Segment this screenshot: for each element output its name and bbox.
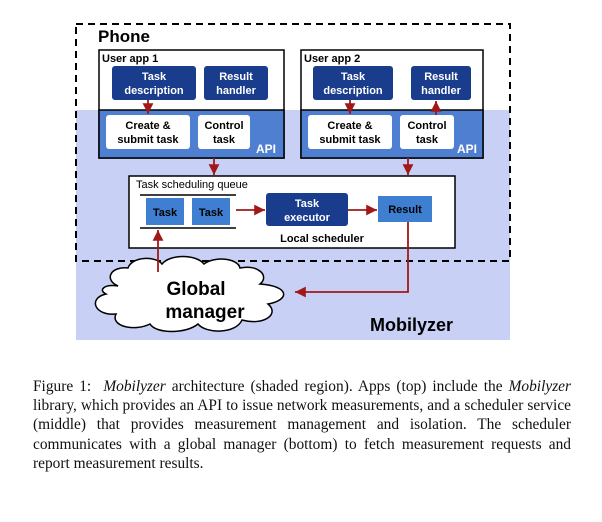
control-task-box-1	[198, 115, 250, 149]
phone-boundary	[75, 23, 511, 262]
control-task-box-2	[400, 115, 454, 149]
control-task-label-2a: Control	[407, 120, 446, 132]
caption-label: Figure 1:	[33, 378, 92, 395]
caption-part2: architecture (shaded region). Apps (top)…	[165, 378, 509, 395]
control-task-label-2b: task	[416, 134, 439, 146]
caption-part4: library, which provides an API to issue …	[33, 397, 571, 472]
task-description-box-1	[112, 66, 196, 100]
local-scheduler: Task scheduling queue Task Task Task exe…	[128, 175, 456, 249]
control-task-label-1b: task	[213, 134, 236, 146]
create-submit-box-2	[308, 115, 392, 149]
result-handler-box-2	[411, 66, 471, 100]
task-description-label-1a: Task	[142, 71, 167, 83]
global-manager-label-b: manager	[165, 302, 245, 323]
arrow-result-to-manager	[295, 222, 409, 298]
task-description-label-2a: Task	[341, 71, 366, 83]
api-label-2: API	[457, 142, 477, 156]
result-handler-label-2b: handler	[421, 85, 461, 97]
mobilyzer-label: Mobilyzer	[370, 315, 453, 335]
create-submit-label-1a: Create &	[125, 120, 170, 132]
result-handler-label-1a: Result	[219, 71, 253, 83]
create-submit-label-1b: submit task	[117, 134, 179, 146]
phone-label: Phone	[98, 27, 150, 46]
queue-label: Task scheduling queue	[136, 179, 248, 191]
create-submit-label-2b: submit task	[319, 134, 381, 146]
flow-arrows	[142, 100, 442, 298]
queue-task-2	[192, 198, 230, 225]
queue-task-2-label: Task	[199, 207, 224, 219]
queue-task-1-label: Task	[153, 207, 178, 219]
user-app-2-title: User app 2	[304, 53, 360, 65]
result-label: Result	[388, 204, 422, 216]
caption-part3: Mobilyzer	[508, 378, 571, 395]
task-description-label-2b: description	[323, 85, 383, 97]
task-executor-label-b: executor	[284, 212, 331, 224]
figure-caption: Figure 1: Mobilyzer architecture (shaded…	[33, 377, 571, 473]
create-submit-label-2a: Create &	[327, 120, 372, 132]
local-scheduler-label: Local scheduler	[280, 233, 364, 245]
result-handler-label-1b: handler	[216, 85, 256, 97]
control-task-label-1a: Control	[204, 120, 243, 132]
caption-part1: Mobilyzer	[103, 378, 166, 395]
user-app-1: User app 1 Task description Result handl…	[98, 49, 285, 159]
queue-task-1	[146, 198, 184, 225]
task-description-box-2	[313, 66, 393, 100]
task-executor-label-a: Task	[295, 198, 320, 210]
global-manager-cloud	[94, 255, 285, 333]
api-label-1: API	[256, 142, 276, 156]
result-handler-box-1	[204, 66, 268, 100]
global-manager-label-a: Global	[166, 279, 225, 300]
architecture-diagram: Phone User app 1 Task description Result…	[75, 23, 511, 340]
user-app-2: User app 2 Task description Result handl…	[300, 49, 484, 159]
result-handler-label-2a: Result	[424, 71, 458, 83]
task-description-label-1b: description	[124, 85, 184, 97]
task-executor-box	[266, 193, 348, 226]
user-app-1-title: User app 1	[102, 53, 158, 65]
create-submit-box-1	[106, 115, 190, 149]
result-box	[378, 196, 432, 222]
